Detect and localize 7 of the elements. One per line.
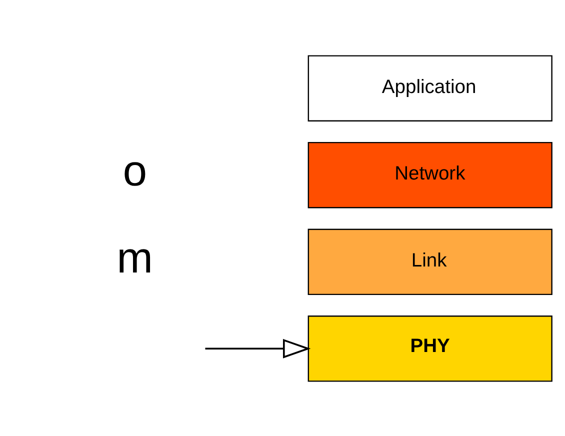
arrow (205, 338, 311, 358)
label: m (116, 234, 153, 282)
label: o (122, 147, 147, 196)
node-box: Network (308, 141, 552, 208)
node-box: Link (308, 228, 552, 295)
node-box: Application (308, 54, 552, 121)
node-box: PHY (308, 315, 552, 382)
